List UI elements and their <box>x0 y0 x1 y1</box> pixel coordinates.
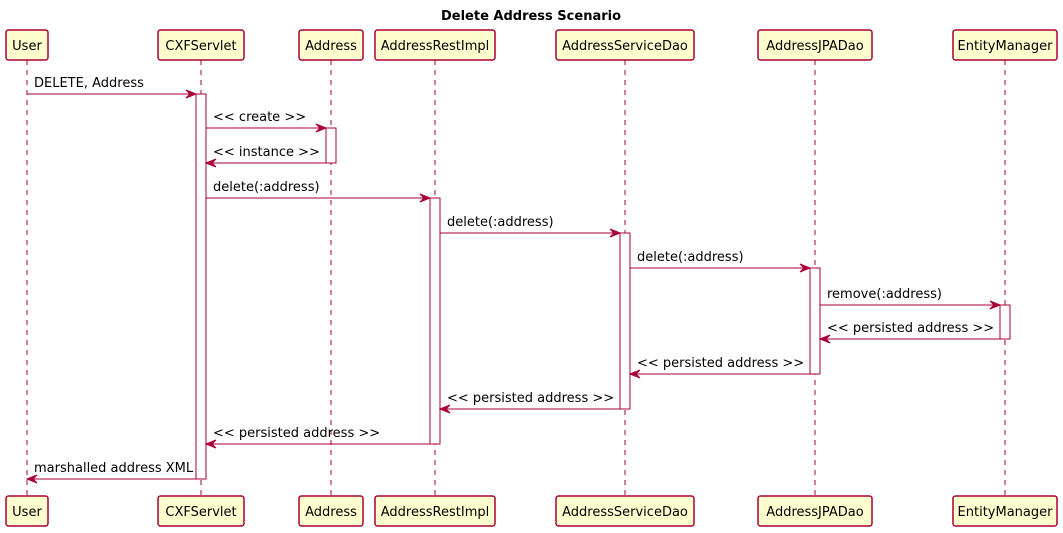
message-label: DELETE, Address <box>34 76 144 91</box>
message-label: delete(:address) <box>213 180 320 195</box>
message-label: delete(:address) <box>637 250 744 265</box>
activations <box>195 93 1011 480</box>
participant-box <box>298 495 364 527</box>
arrowhead <box>25 474 38 484</box>
participant-label: EntityManager <box>958 505 1054 520</box>
activation-cxf <box>195 93 207 480</box>
activation-rest <box>429 197 441 445</box>
arrowhead <box>989 300 1002 310</box>
participant-entitymanager-top: EntityManager <box>952 29 1058 61</box>
message-2: << create >> <box>206 110 328 133</box>
arrowhead <box>818 334 831 344</box>
participant-label: AddressRestImpl <box>381 39 489 54</box>
messages: DELETE, Address << create >> << instance >… <box>25 76 1002 484</box>
participant-cxfservlet-bottom: CXFServlet <box>157 495 245 527</box>
participant-box <box>157 29 245 61</box>
participant-box <box>374 495 496 527</box>
participant-box <box>157 495 245 527</box>
message-label: << persisted address >> <box>447 391 614 406</box>
participant-addressservicedao-top: AddressServiceDao <box>555 29 695 61</box>
arrowhead <box>609 228 622 238</box>
message-label: << persisted address >> <box>213 426 380 441</box>
activation-svc <box>619 232 631 410</box>
participant-cxfservlet-top: CXFServlet <box>157 29 245 61</box>
participant-box <box>298 29 364 61</box>
message-4: delete(:address) <box>206 180 432 203</box>
participant-label: AddressJPADao <box>766 39 863 54</box>
message-1: DELETE, Address <box>27 76 198 99</box>
participant-addressservicedao-bottom: AddressServiceDao <box>555 495 695 527</box>
arrowhead <box>419 193 432 203</box>
message-12: marshalled address XML <box>25 461 196 484</box>
message-3: << instance >> <box>204 145 326 168</box>
activation-jpa <box>809 267 821 375</box>
arrowhead <box>204 158 217 168</box>
message-11: << persisted address >> <box>204 426 430 449</box>
participant-box <box>952 29 1058 61</box>
participant-box <box>555 29 695 61</box>
participant-addressjpadao-bottom: AddressJPADao <box>757 495 873 527</box>
arrowhead <box>799 263 812 273</box>
participant-label: CXFServlet <box>165 505 236 520</box>
participant-label: User <box>12 505 42 520</box>
participant-address-bottom: Address <box>298 495 364 527</box>
activation-addr <box>325 127 337 164</box>
message-5: delete(:address) <box>440 215 622 238</box>
message-6: delete(:address) <box>630 250 812 273</box>
participant-label: AddressJPADao <box>766 505 863 520</box>
participant-label: AddressServiceDao <box>562 505 688 520</box>
participant-box <box>5 29 49 61</box>
message-9: << persisted address >> <box>628 356 810 379</box>
participant-addressjpadao-top: AddressJPADao <box>757 29 873 61</box>
arrowhead <box>628 369 641 379</box>
participant-label: Address <box>305 505 357 520</box>
participant-label: Address <box>305 39 357 54</box>
arrowhead <box>185 89 198 99</box>
message-label: remove(:address) <box>827 287 942 302</box>
participant-box <box>5 495 49 527</box>
participant-label: User <box>12 39 42 54</box>
message-7: remove(:address) <box>820 287 1002 310</box>
participant-address-top: Address <box>298 29 364 61</box>
diagram-title: Delete Address Scenario <box>441 9 621 24</box>
message-label: << instance >> <box>213 145 320 160</box>
participant-box <box>374 29 496 61</box>
arrowhead <box>438 404 451 414</box>
activation-em <box>999 304 1011 340</box>
message-label: << persisted address >> <box>827 321 994 336</box>
participant-label: AddressRestImpl <box>381 505 489 520</box>
participant-label: EntityManager <box>958 39 1054 54</box>
participant-addressrestimpl-top: AddressRestImpl <box>374 29 496 61</box>
message-label: << persisted address >> <box>637 356 804 371</box>
message-label: delete(:address) <box>447 215 554 230</box>
arrowhead <box>204 439 217 449</box>
participant-user-top: User <box>5 29 49 61</box>
message-8: << persisted address >> <box>818 321 1000 344</box>
participant-entitymanager-bottom: EntityManager <box>952 495 1058 527</box>
arrowhead <box>315 123 328 133</box>
participant-box <box>757 29 873 61</box>
participant-heads: UserUserCXFServletCXFServletAddressAddre… <box>5 29 1058 527</box>
participant-label: AddressServiceDao <box>562 39 688 54</box>
participant-addressrestimpl-bottom: AddressRestImpl <box>374 495 496 527</box>
lifelines <box>26 60 1006 496</box>
participant-user-bottom: User <box>5 495 49 527</box>
participant-box <box>952 495 1058 527</box>
message-10: << persisted address >> <box>438 391 620 414</box>
participant-box <box>757 495 873 527</box>
participant-label: CXFServlet <box>165 39 236 54</box>
participant-box <box>555 495 695 527</box>
message-label: marshalled address XML <box>34 461 194 476</box>
message-label: << create >> <box>213 110 306 125</box>
